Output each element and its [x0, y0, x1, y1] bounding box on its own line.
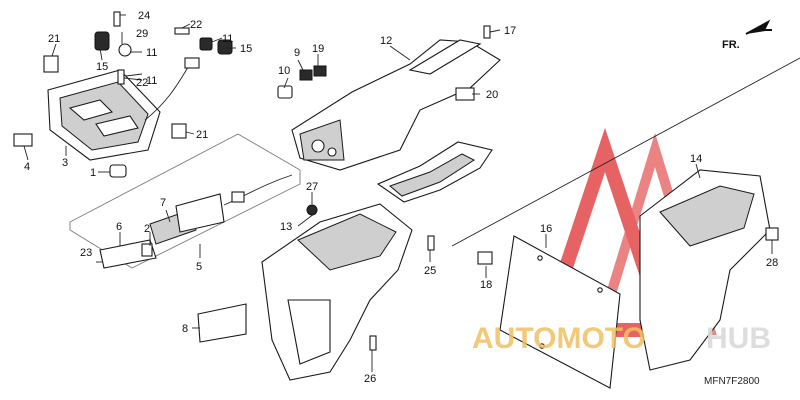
license-bracket-inset: [451, 57, 800, 389]
callout-16: 16: [540, 223, 552, 235]
callout-23: 23: [80, 247, 92, 259]
callout-26: 26: [364, 373, 376, 385]
callout-21-a: 21: [48, 33, 60, 45]
diagram-code: MFN7F2800: [704, 376, 760, 387]
callout-15-a: 15: [96, 61, 108, 73]
callout-6: 6: [116, 221, 122, 233]
license-light-group: [69, 133, 301, 343]
callout-25: 25: [424, 265, 436, 277]
callout-29: 29: [136, 28, 148, 40]
watermark-text-a: AUTOMOTO: [472, 322, 646, 355]
callout-27: 27: [306, 181, 318, 193]
callout-10: 10: [278, 65, 290, 77]
direction-label: FR.: [722, 39, 740, 51]
callout-7: 7: [160, 197, 166, 209]
fasteners-center: [306, 25, 491, 351]
watermark-text-b: HUB: [706, 322, 771, 355]
callout-12: 12: [380, 35, 392, 47]
callout-11-c: 11: [146, 75, 157, 87]
leader-lines: [23, 14, 773, 372]
callout-24: 24: [138, 10, 150, 22]
rear-fender: [261, 203, 413, 381]
direction-indicator: FR.: [722, 19, 772, 51]
callout-11-a: 11: [146, 47, 157, 59]
watermark-text: AUTOMOTO HUB: [472, 322, 771, 355]
callout-18: 18: [480, 279, 492, 291]
callout-5: 5: [196, 261, 202, 273]
inner-fender: [376, 141, 493, 203]
callout-14: 14: [690, 153, 702, 165]
callout-19: 19: [312, 43, 324, 55]
seat-cowl-mount: [277, 39, 501, 171]
callout-11-b: 11: [222, 33, 233, 45]
callout-3: 3: [62, 157, 68, 169]
callout-4: 4: [24, 161, 30, 173]
tail-light-assembly: [13, 57, 200, 178]
callout-9: 9: [294, 47, 300, 59]
callout-8: 8: [182, 323, 188, 335]
callout-21-b: 21: [196, 129, 208, 141]
callout-labels: 1 2 3 4 5 6 7 8 9 10 11 11 11 12 13 14 1…: [24, 10, 778, 385]
callout-28: 28: [766, 257, 778, 269]
callout-22-a: 22: [190, 19, 202, 31]
callout-22-b: 22: [136, 77, 148, 89]
callout-20: 20: [486, 89, 498, 101]
callout-2: 2: [144, 223, 150, 235]
callout-1: 1: [90, 167, 96, 179]
callout-15-b: 15: [240, 43, 252, 55]
callout-13: 13: [280, 221, 292, 233]
callout-17: 17: [504, 25, 516, 37]
